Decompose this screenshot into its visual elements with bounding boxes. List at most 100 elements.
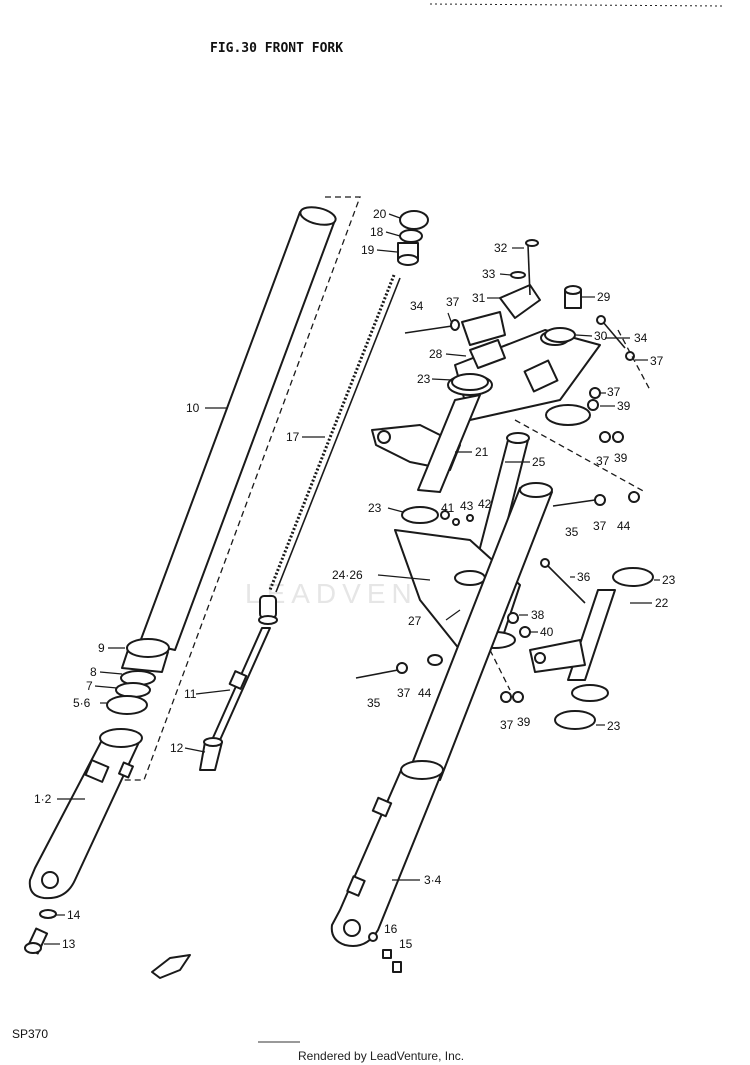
label-19: 19 [361,243,375,257]
inner-tube [139,206,337,651]
oil-lock-piece [199,737,223,771]
plate-28 [469,339,506,369]
label-37-right: 37 [650,354,664,368]
front-arrow-icon [151,954,191,979]
label-36: 36 [577,570,591,584]
bolt-36 [544,562,586,604]
label-23-right-bottom: 23 [607,719,621,733]
bolt-32 [527,244,531,296]
label-29: 29 [597,290,611,304]
figure-title: FIG.30 FRONT FORK [210,41,343,56]
part-labels: 10 17 9 8 7 5·6 1·2 11 12 14 13 20 18 19… [34,207,676,951]
left-fork-assembly [24,196,429,955]
washer-5-6 [106,695,148,715]
label-25: 25 [532,455,546,469]
washer-44-lower [427,654,443,666]
washer-30 [544,327,576,343]
label-27: 27 [408,614,422,628]
label-37-lower: 37 [397,686,411,700]
label-35-upper: 35 [565,525,579,539]
label-35-lower: 35 [367,696,381,710]
screw-15b [392,961,402,973]
alignment-line-3 [489,649,511,691]
nut-39-bracket [587,399,599,411]
stem-nut-29 [564,285,582,309]
bracket-21 [371,394,481,493]
nut-39-upper [612,431,624,443]
oil-seal [121,638,170,673]
leader-lines [44,213,660,945]
cap-bolt-19 [397,242,419,266]
bearing-23-right-bottom [554,710,596,730]
label-37-bracket: 37 [607,385,621,399]
label-32: 32 [494,241,508,255]
label-33: 33 [482,267,496,281]
nut-39-lower [512,691,524,703]
washer-16 [368,932,378,942]
label-34-left: 34 [410,299,424,313]
label-23-right-top: 23 [662,573,676,587]
label-41: 41 [441,501,455,515]
footer-credit: Rendered by LeadVenture, Inc. [298,1049,464,1063]
label-40: 40 [540,625,554,639]
circlip-7 [115,682,151,698]
bolt-35-upper [552,491,640,507]
label-24-26: 24·26 [332,568,363,582]
label-8: 8 [90,665,97,679]
label-20: 20 [373,207,387,221]
label-14: 14 [67,908,81,922]
top-edge-mark [429,3,725,7]
label-39-bracket: 39 [617,399,631,413]
label-7: 7 [86,679,93,693]
lower-holder-22 [529,589,616,681]
label-37-top: 37 [446,295,460,309]
label-44-upper: 44 [617,519,631,533]
label-10: 10 [186,401,200,415]
label-31: 31 [472,291,486,305]
bolt-34-right [602,321,626,349]
washer-37-lower [500,691,512,703]
part-41 [440,510,450,520]
alignment-line-2 [617,329,651,391]
label-42: 42 [478,497,492,511]
bolt-34-left [404,319,460,334]
label-43: 43 [460,499,474,513]
o-ring-18 [399,229,423,243]
bolt-35-lower [355,654,443,679]
nut-40 [519,626,531,638]
gasket-14 [39,909,57,919]
label-5-6: 5·6 [73,696,91,710]
label-38: 38 [531,608,545,622]
label-39-upper: 39 [614,451,628,465]
label-34-right: 34 [634,331,648,345]
bearing-23-mid [401,506,439,524]
label-15: 15 [399,937,413,951]
label-21: 21 [475,445,489,459]
label-37-upper-2: 37 [593,519,607,533]
label-30: 30 [594,329,608,343]
washer-37-upper [599,431,611,443]
alignment-line-1 [514,419,646,493]
washer-33 [510,271,526,279]
label-39-lower: 39 [517,715,531,729]
right-fork-assembly [151,239,654,979]
outer-tube-right [330,760,444,947]
label-23-upper: 23 [417,372,431,386]
label-13: 13 [62,937,76,951]
label-28: 28 [429,347,443,361]
fork-spring [268,274,401,593]
bearing-23-upper [451,373,489,391]
drawing-code: SP370 [12,1027,48,1041]
washer-44-upper [628,491,640,503]
label-37-bottom: 37 [500,718,514,732]
label-16: 16 [384,922,398,936]
spring-spacer [258,595,278,625]
left-fork-bracket [122,196,361,781]
label-3-4: 3·4 [424,873,442,887]
cap-20 [399,210,429,230]
part-43 [452,518,460,526]
label-1-2: 1·2 [34,792,52,806]
washer-37-bracket [589,387,601,399]
label-18: 18 [370,225,384,239]
label-23-mid: 23 [368,501,382,515]
